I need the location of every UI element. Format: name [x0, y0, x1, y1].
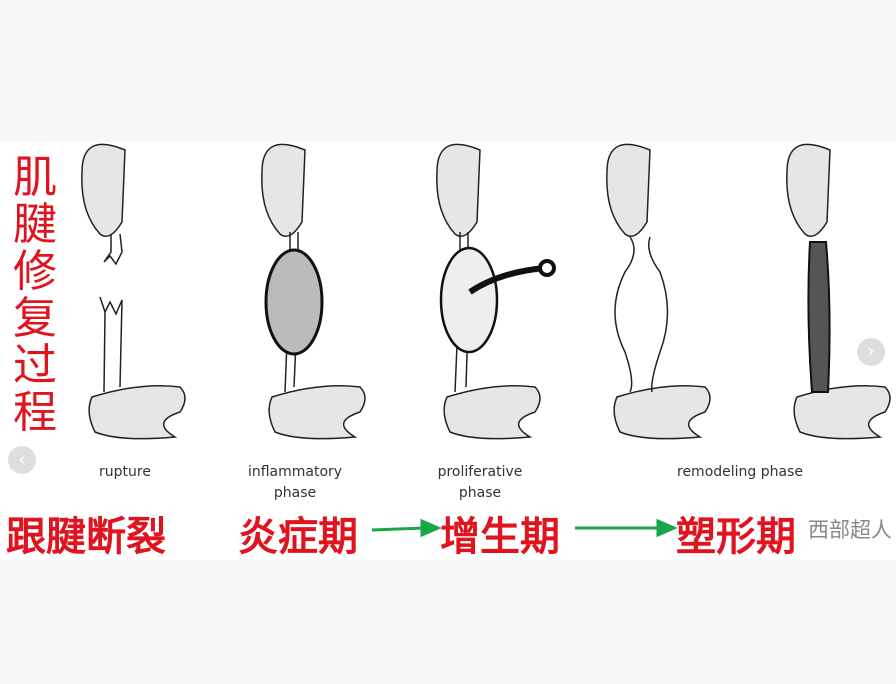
- phase-proliferative: 增生期: [440, 513, 560, 560]
- carousel-next-button[interactable]: ›: [857, 338, 885, 366]
- phase-remodeling: 塑形期: [676, 513, 796, 560]
- phase-rupture: 跟腱断裂: [6, 513, 166, 560]
- caption-rupture: rupture: [99, 464, 151, 480]
- caption-inflammatory: inflammatory phase: [247, 464, 343, 501]
- phase-inflammatory: 炎症期: [238, 513, 358, 560]
- carousel-prev-button[interactable]: ‹: [8, 446, 36, 474]
- tendon-healing-illustration: [81, 143, 891, 440]
- carousel-slide: 肌腱修复过程 rupture inflammatory phase prolif…: [0, 142, 896, 560]
- vertical-title: 肌腱修复过程: [13, 152, 57, 438]
- watermark: 西部超人: [808, 518, 892, 542]
- caption-remodeling: remodeling phase: [677, 464, 803, 480]
- caption-proliferative: proliferative phase: [437, 464, 523, 501]
